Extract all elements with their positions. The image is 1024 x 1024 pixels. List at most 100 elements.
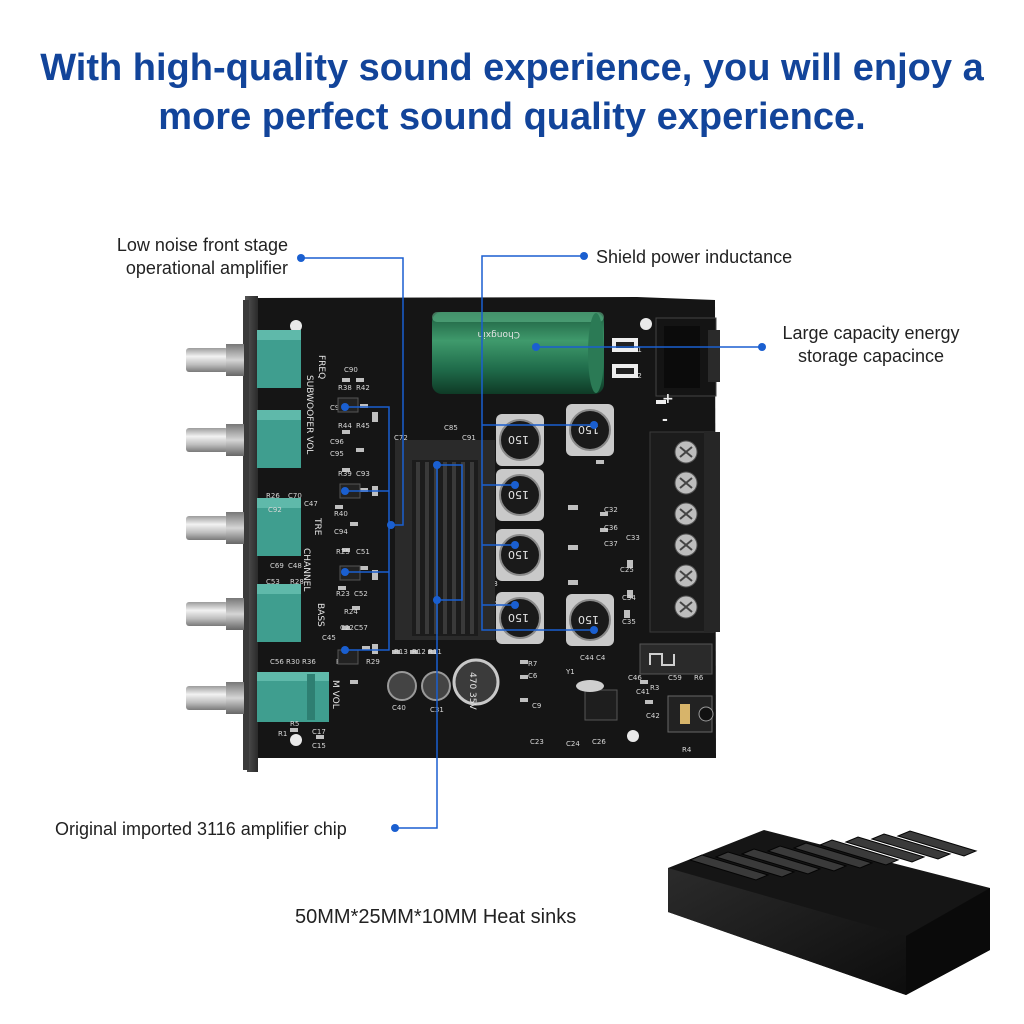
capacitor-470-label: 470 35V [467, 672, 477, 710]
silkscreen-label: R28 [290, 578, 304, 586]
knob-tre [186, 498, 301, 556]
silkscreen-label: C91 [330, 404, 344, 412]
small-capacitors: 470 35V [387, 658, 500, 710]
silkscreen-label: C6 [528, 672, 538, 680]
silkscreen-label: R30 [286, 658, 300, 666]
silkscreen-label: R11 [428, 648, 442, 656]
inductor: 150 [496, 469, 544, 521]
silkscreen-label: C25 [620, 566, 634, 574]
inductor-label: 150 [508, 611, 529, 624]
silkscreen-label: C24 [566, 740, 580, 748]
knob-freq [186, 330, 301, 388]
silkscreen-label: C59 [668, 674, 682, 682]
dc-power-jack: + - [655, 317, 720, 428]
callout-capacitor-line-2: storage capacince [797, 346, 945, 366]
power-minus: - [662, 412, 668, 428]
silkscreen-label: C32 [604, 506, 618, 514]
label-channel: CHANNEL [301, 548, 311, 591]
smd-components [290, 378, 653, 739]
board-heatsink-fin [470, 462, 474, 634]
terminal-screw [674, 533, 698, 557]
silkscreen-label: C52 [354, 590, 368, 598]
silkscreen-label: C34 [622, 594, 636, 602]
silkscreen-label: C22 [340, 624, 354, 632]
label-tre: TRE [312, 517, 322, 536]
heatsink-accessory [668, 830, 990, 995]
silkscreen-label: R5 [290, 720, 299, 728]
silkscreen-label: R6 [694, 674, 704, 682]
callout-capacitor: Large capacity energy storage capacince [766, 322, 976, 368]
label-subwoofer-vol: SUBWOOFER VOL [304, 375, 314, 454]
silkscreen-label: Y1 [565, 668, 575, 676]
board-heatsink [395, 440, 495, 640]
silkscreen-label: C45 [322, 634, 336, 642]
headline-line-2: more perfect sound quality experience. [158, 96, 866, 138]
inductor: 150 [496, 529, 544, 581]
heatsink-fin [766, 845, 848, 872]
callout-chip: Original imported 3116 amplifier chip [55, 819, 347, 839]
silkscreen-label: C93 [356, 470, 370, 478]
misc-ics [576, 338, 638, 721]
silkscreen-label: C37 [604, 540, 618, 548]
heatsink-fin [870, 833, 952, 860]
callout-heatsink: 50MM*25MM*10MM Heat sinks [295, 906, 577, 928]
heatsink-fin [896, 830, 978, 857]
silkscreen-label: R40 [334, 510, 348, 518]
callout-line-inductance [481, 255, 594, 631]
silkscreen-label: C51 [356, 548, 370, 556]
heatsink-fin [818, 839, 900, 866]
silkscreen-label: C91 [462, 434, 476, 442]
knob-subwoofer-vol [186, 410, 301, 468]
inductor-label: 150 [508, 433, 529, 446]
speaker-terminal-block [649, 431, 720, 633]
bluetooth-module [639, 643, 713, 675]
silkscreen-label: C17 [312, 728, 326, 736]
knob-m-vol [186, 672, 329, 722]
label-m-vol: M VOL [330, 680, 340, 709]
heatsink-fin [792, 842, 874, 869]
silkscreen-label: R25 [336, 548, 350, 556]
board-heatsink-fin [452, 462, 456, 634]
silkscreen-label: C90 [344, 366, 358, 374]
silkscreen-label: C92 [268, 506, 282, 514]
terminal-screw [674, 440, 698, 464]
callout-opamp-line-1: Low noise front stage [116, 235, 288, 255]
callout-dots [297, 252, 766, 832]
silkscreen-label: C70 [288, 492, 302, 500]
silkscreen-label: C95 [330, 450, 344, 458]
terminal-screw [674, 471, 698, 495]
terminal-screw [674, 564, 698, 588]
silkscreen-label: C85 [444, 424, 458, 432]
board-heatsink-fin [425, 462, 429, 634]
inductor: 150 [496, 414, 544, 466]
callout-line-opamp [301, 257, 404, 526]
silkscreen-label: C26 [592, 738, 606, 746]
power-plus: + [662, 391, 674, 407]
label-bass: BASS [315, 603, 325, 627]
silkscreen-label: R39 [338, 470, 352, 478]
heatsink-fin [740, 848, 822, 875]
inductor-label: 150 [578, 613, 599, 626]
potentiometer-knobs [186, 330, 329, 722]
silkscreen-label: C15 [312, 742, 326, 750]
capacitor-brand: Chongxin [478, 329, 520, 339]
inductor-label: 150 [508, 488, 529, 501]
silkscreen-label: C57 [354, 624, 368, 632]
board-heatsink-fin [416, 462, 420, 634]
label-freq: FREQ [316, 355, 326, 379]
silkscreen-label: R23 [336, 590, 350, 598]
silkscreen-label: C47 [304, 500, 318, 508]
silkscreen-label: R42 [356, 384, 370, 392]
energy-storage-capacitor: Chongxin [432, 312, 604, 394]
board-heatsink-fin [443, 462, 447, 634]
silkscreen-label: R1 [278, 730, 287, 738]
silkscreen-label: C41 [636, 688, 650, 696]
callout-inductance: Shield power inductance [596, 247, 793, 267]
silkscreen-label: R4 [682, 746, 692, 754]
board-heatsink-fin [461, 462, 465, 634]
silkscreen-label: C44 [580, 654, 594, 662]
knob-bass [186, 584, 301, 642]
inductor: 150 [566, 404, 614, 456]
